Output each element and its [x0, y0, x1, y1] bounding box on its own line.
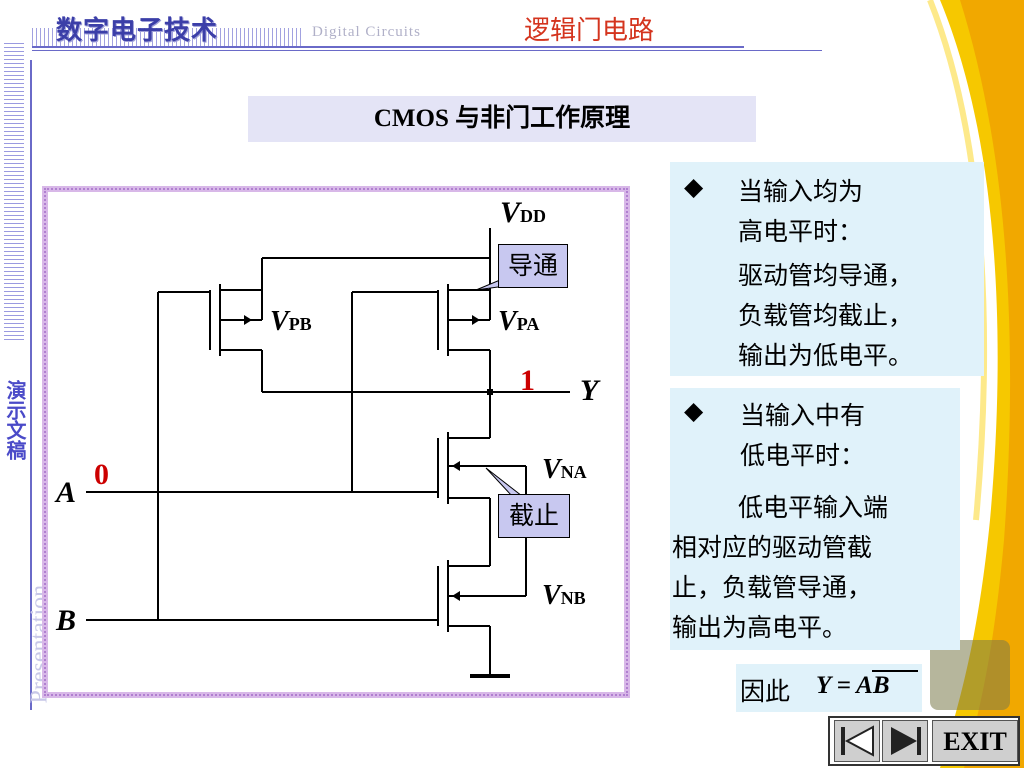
exit-button[interactable]: EXIT — [932, 720, 1018, 762]
panel2-heading-line1: 当输入中有 — [740, 401, 866, 430]
panel2-heading-line2: 低电平时： — [740, 441, 866, 470]
output-value: 1 — [520, 364, 535, 397]
vpa-label: VPA — [498, 306, 540, 337]
panel2-body-line2: 相对应的驱动管截 — [672, 533, 873, 562]
skip-back-icon — [841, 725, 874, 757]
panel-some-low — [670, 388, 960, 650]
play-icon — [891, 727, 921, 755]
course-subtitle: Digital Circuits — [312, 24, 421, 40]
panel2-body-line1: 低电平输入端 — [738, 493, 889, 522]
callout-conducting: 导通 — [498, 244, 568, 288]
chapter-topic: 逻辑门电路 — [524, 16, 655, 46]
vertical-label: 演示文稿 — [3, 380, 27, 460]
conclusion-formula: Y = AB — [816, 672, 890, 699]
input-b-label: B — [56, 604, 77, 637]
output-y-label: Y — [580, 374, 599, 407]
course-title: 数字电子技术 — [56, 16, 219, 46]
panel2-body-line4: 输出为高电平。 — [672, 613, 848, 642]
panel1-body-line3: 输出为低电平。 — [738, 341, 914, 370]
slide-heading: CMOS 与非门工作原理 — [248, 96, 756, 142]
panel-all-high — [670, 162, 984, 376]
input-a-label: A — [56, 476, 77, 509]
panel1-heading-line2: 高电平时： — [738, 217, 864, 246]
formula-overline — [872, 670, 918, 672]
vna-label: VNA — [542, 454, 587, 485]
header-rule-thin — [32, 50, 822, 51]
panel2-body-line3: 止，负载管导通， — [672, 573, 873, 602]
vdd-label: VDD — [500, 196, 547, 229]
left-pattern — [4, 40, 24, 340]
conclusion-prefix: 因此 — [740, 677, 791, 706]
first-slide-button[interactable] — [834, 720, 880, 762]
panel1-body-line2: 负载管均截止， — [738, 301, 914, 330]
left-rule — [30, 60, 32, 710]
callout-cutoff: 截止 — [498, 494, 570, 538]
next-slide-button[interactable] — [882, 720, 928, 762]
bullet-icon: ◆ — [684, 172, 704, 201]
header-rule — [32, 46, 744, 48]
panel1-body-line1: 驱动管均导通， — [738, 261, 914, 290]
vpb-label: VPB — [270, 306, 312, 337]
panel1-heading-line1: 当输入均为 — [738, 177, 864, 206]
conclusion-box — [736, 664, 922, 712]
input-a-value: 0 — [94, 458, 109, 491]
header-pattern — [32, 28, 302, 46]
bullet-icon: ◆ — [684, 396, 704, 425]
vnb-label: VNB — [542, 580, 586, 611]
